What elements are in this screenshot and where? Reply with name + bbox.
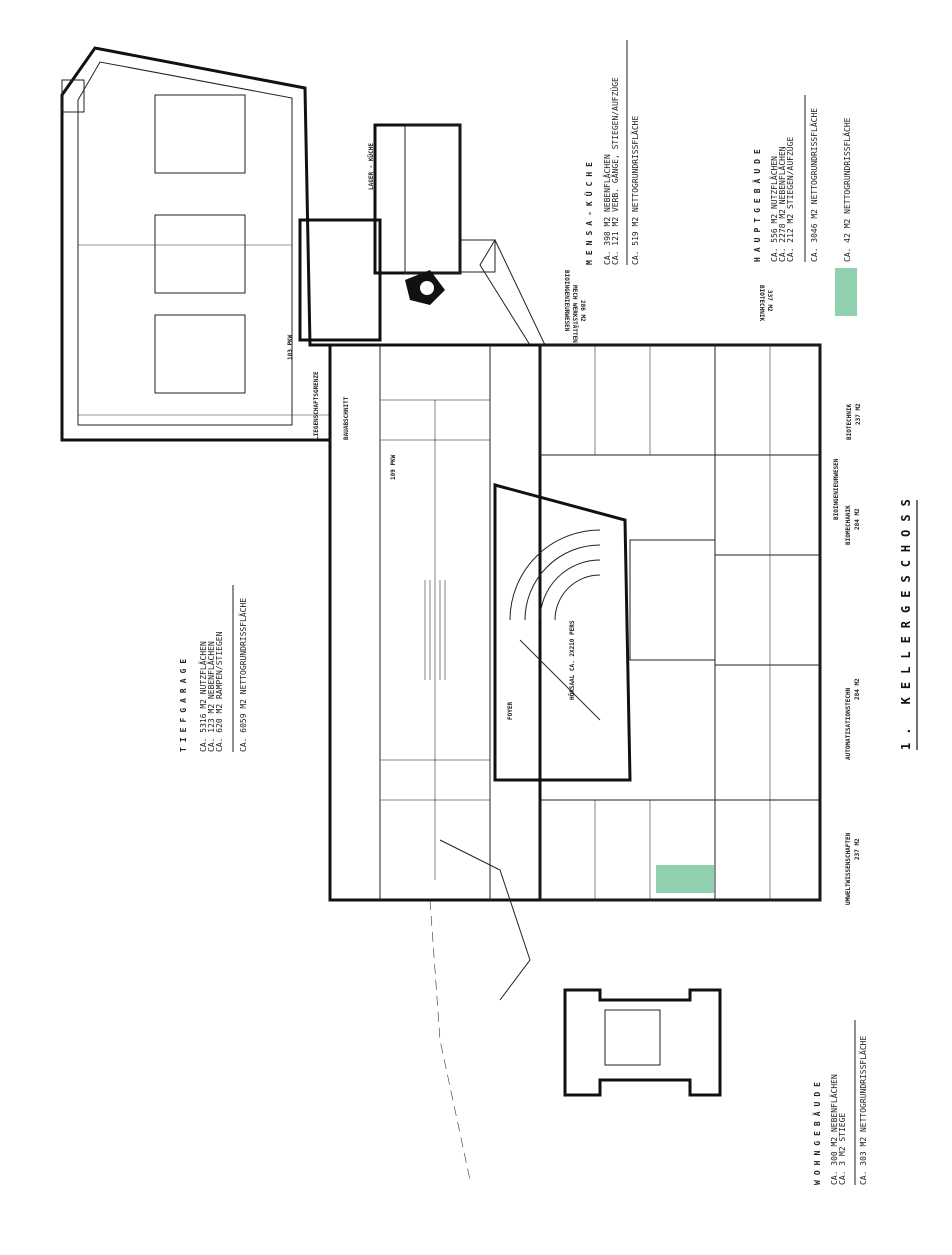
hoersaal-label: HÖRSAAL CA. 2X210 PERS <box>569 620 576 700</box>
legend-line: CA. 5316 M2 NUTZFLÄCHEN <box>198 641 208 752</box>
biotechnik-area: 237 M2 <box>855 403 862 425</box>
mensa-legend: MENSA-KÜCHE CA. 398 M2 NEBENFLÄCHEN CA. … <box>584 40 640 265</box>
legend-highlight: CA. 42 M2 NETTOGRUNDRISSFLÄCHE <box>842 117 852 262</box>
liegenschaftsgrenze-label: LIEGENSCHAFTSGRENZE <box>313 371 320 440</box>
highlighted-area <box>656 865 714 893</box>
top-bioing-label: BIOINGENIEURWESEN <box>563 270 570 332</box>
legend-line: CA. 2278 M2 NEBENFLÄCHEN <box>777 146 787 262</box>
tiefgarage-legend: TIEFGARAGE CA. 5316 M2 NUTZFLÄCHEN CA. 1… <box>179 585 248 752</box>
legend-line: CA. 620 M2 RAMPEN/STIEGEN <box>215 631 224 752</box>
foyer-label: FOYER <box>507 702 514 720</box>
bauabschnitt-label: BAUABSCHNITT <box>343 396 350 440</box>
tiefgarage-north-building <box>60 46 332 442</box>
mensa-title: MENSA-KÜCHE <box>584 157 594 265</box>
biotechnik-label: BIOTECHNIK <box>846 403 853 440</box>
biomechanik-area: 284 M2 <box>854 508 861 530</box>
legend-line: CA. 123 M2 NEBENFLÄCHEN <box>206 641 216 752</box>
legend-line: CA. 398 M2 NEBENFLÄCHEN <box>602 154 612 265</box>
umwelt-area: 237 M2 <box>854 838 861 860</box>
top-biotech-label: BIOTECHNIK <box>758 285 765 322</box>
top-biotech-area: 337 M2 <box>766 290 773 312</box>
lager-kueche-label: LAGER - KÜCHE <box>368 143 375 190</box>
highlight-swatch <box>835 268 857 316</box>
legend-total: CA. 519 M2 NETTOGRUNDRISSFLÄCHE <box>630 116 640 265</box>
automatisation-label: AUTOMATISATIONSTECHN <box>845 687 852 760</box>
wohngebaeude <box>563 988 722 1097</box>
wohngebaeude-legend: WOHNGEBÄUDE CA. 300 M2 NEBENFLÄCHEN CA. … <box>812 1020 868 1185</box>
top-mech-area: 286 M2 <box>579 300 586 322</box>
legend-line: CA. 3 M2 STIEGE <box>838 1113 847 1185</box>
hauptgebaeude-legend: HAUPTGEBÄUDE CA. 556 M2 NUTZFLÄCHEN CA. … <box>752 95 857 316</box>
legend-line: CA. 300 M2 NEBENFLÄCHEN <box>829 1074 839 1185</box>
biomechanik-label: BIOMECHANIK <box>845 505 852 545</box>
bioingenieurwesen-label: BIOINGENIEURWESEN <box>833 458 840 520</box>
legend-line: CA. 121 M2 VERB. GÄNGE, STIEGEN/AUFZÜGE <box>610 77 620 265</box>
tiefgarage-title: TIEFGARAGE <box>179 654 188 752</box>
automatisation-area: 284 M2 <box>854 678 861 700</box>
wohngebaeude-title: WOHNGEBÄUDE <box>812 1077 822 1185</box>
department-labels: BIOTECHNIK 237 M2 BIOINGENIEURWESEN BIOM… <box>563 270 862 905</box>
hauptgebaeude <box>538 343 822 902</box>
auditorium <box>493 483 716 782</box>
pkw-label-1: 103 PKW <box>287 334 294 360</box>
hauptgebaeude-title: HAUPTGEBÄUDE <box>752 144 762 262</box>
mensa-building <box>298 123 546 346</box>
page-title: 1. KELLERGESCHOSS <box>899 491 913 750</box>
legend-total: CA. 6059 M2 NETTOGRUNDRISSFLÄCHE <box>238 598 248 752</box>
legend-line: CA. 212 M2 STIEGEN/AUFZÜGE <box>785 137 795 262</box>
top-mech-label: MECH WERKSTÄTTEN <box>571 285 578 343</box>
legend-total: CA. 3046 M2 NETTOGRUNDRISSFLÄCHE <box>809 108 819 262</box>
legend-line: CA. 556 M2 NUTZFLÄCHEN <box>769 156 779 262</box>
umwelt-label: UMWELTWISSENSCHAFTEN <box>845 832 852 905</box>
tiefgarage-main-strip <box>328 343 542 1181</box>
legend-total: CA. 303 M2 NETTOGRUNDRISSFLÄCHE <box>858 1036 868 1185</box>
pkw-label-2: 109 PKW <box>390 454 397 480</box>
